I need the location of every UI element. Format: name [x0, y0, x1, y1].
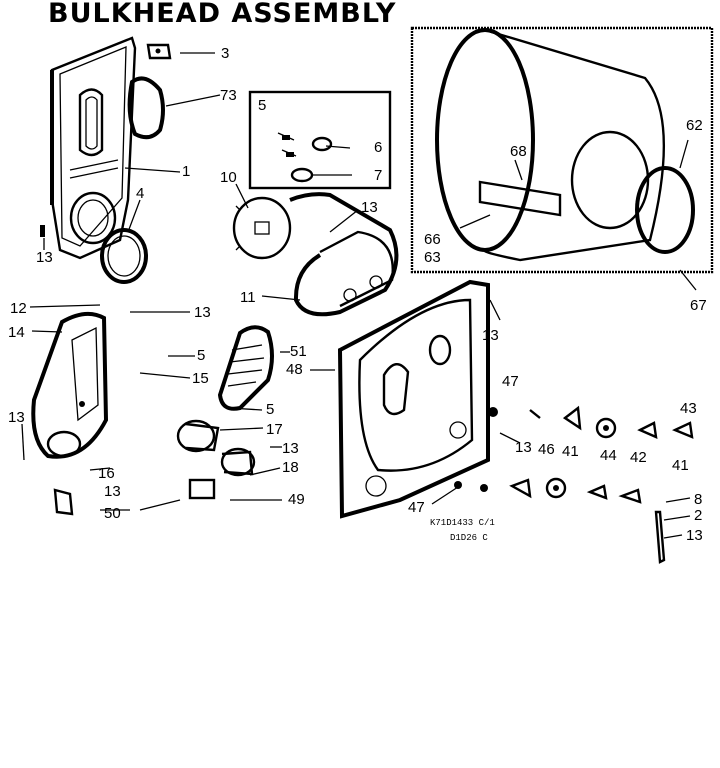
callout-4: 4: [136, 185, 144, 202]
diagram-title: BULKHEAD ASSEMBLY: [48, 0, 397, 29]
callout-62: 62: [686, 117, 703, 134]
callout-66: 66: [424, 231, 441, 248]
door-latch-part: [146, 43, 172, 60]
callout-63: 63: [424, 249, 441, 266]
bearing-plate-part: [232, 196, 292, 260]
door-gasket-part: [127, 76, 165, 140]
callout-11: 11: [240, 289, 256, 306]
callout-1: 1: [182, 163, 190, 180]
idler-pulley-group: [454, 405, 694, 504]
callout-43: 43: [680, 400, 697, 417]
callout-42: 42: [630, 449, 647, 466]
callout-13: 13: [36, 249, 53, 266]
blower-motor-part: [176, 419, 256, 500]
drum-part: [435, 28, 695, 262]
callout-2: 2: [694, 507, 702, 524]
hinge-bar-part: [654, 510, 666, 564]
callout-73: 73: [220, 87, 237, 104]
footer-code-1: K71D1433 C/1: [430, 518, 495, 528]
callout-16: 16: [98, 465, 115, 482]
callout-47: 47: [502, 373, 519, 390]
callout-13: 13: [686, 527, 703, 544]
callout-48: 48: [286, 361, 303, 378]
callout-13: 13: [515, 439, 532, 456]
callout-67: 67: [690, 297, 707, 314]
leader-lines: [21, 52, 697, 539]
callout-51: 51: [290, 343, 307, 360]
lint-duct-part: [31, 311, 109, 459]
callout-6: 6: [374, 139, 382, 156]
callout-14: 14: [8, 324, 25, 341]
callout-10: 10: [220, 169, 237, 186]
rear-bulkhead-panel: [337, 279, 490, 519]
callout-47: 47: [408, 499, 425, 516]
front-bulkhead-panel: [40, 36, 137, 260]
callout-46: 46: [538, 441, 555, 458]
callout-13: 13: [282, 440, 299, 457]
callout-49: 49: [288, 491, 305, 508]
callout-3: 3: [221, 45, 229, 62]
callout-18: 18: [282, 459, 299, 476]
duct-bracket-part: [53, 488, 74, 516]
callout-41: 41: [562, 443, 579, 460]
callout-44: 44: [600, 447, 617, 464]
callout-labels: 3 73 1 4 13 5 6 7 10 13 11 12 13 14 5 15…: [8, 45, 707, 544]
callout-13: 13: [104, 483, 121, 500]
callout-13: 13: [361, 199, 378, 216]
hardware-inset-box: [248, 90, 392, 190]
callout-12: 12: [10, 300, 27, 317]
callout-5: 5: [258, 97, 266, 114]
lint-ring-part: [100, 228, 148, 284]
footer-code-2: D1D26 C: [450, 533, 488, 543]
callout-5: 5: [197, 347, 205, 364]
callout-68: 68: [510, 143, 527, 160]
callout-15: 15: [192, 370, 209, 387]
exhaust-duct-part: [289, 192, 399, 317]
callout-50: 50: [104, 505, 121, 522]
callout-5: 5: [266, 401, 274, 418]
callout-13: 13: [482, 327, 499, 344]
callout-41: 41: [672, 457, 689, 474]
callout-13: 13: [194, 304, 211, 321]
lint-filter-part: [217, 325, 274, 411]
callout-17: 17: [266, 421, 283, 438]
callout-13: 13: [8, 409, 25, 426]
drum-inset-box: [410, 26, 714, 274]
callout-7: 7: [374, 167, 382, 184]
callout-8: 8: [694, 491, 702, 508]
